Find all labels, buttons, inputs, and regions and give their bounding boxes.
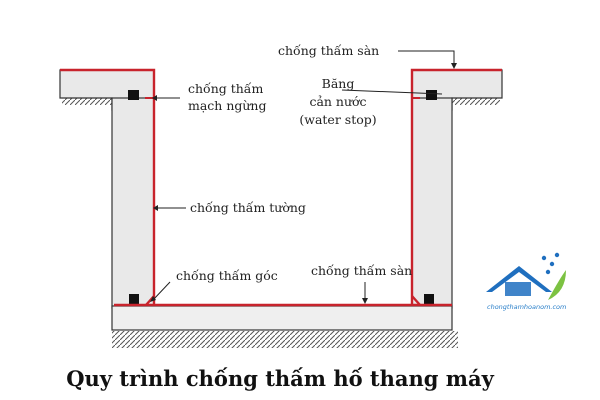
- membrane-right: [410, 68, 502, 304]
- arrow-san-bottom: [362, 298, 368, 304]
- soil-hatch-left: [62, 98, 154, 105]
- water-stop-top-left: [128, 90, 139, 100]
- page-title: Quy trình chống thấm hố thang máy: [66, 366, 494, 391]
- label-tuong: chống thấm tường: [190, 200, 306, 215]
- arrow-mach-ngung: [152, 95, 157, 101]
- rain-drop-icon-3: [545, 269, 551, 275]
- water-stop-top-right: [426, 90, 437, 100]
- label-water-stop-1: Băng: [322, 76, 355, 91]
- rain-drop-icon-4: [554, 252, 560, 258]
- label-water-stop-3: (water stop): [299, 112, 376, 127]
- arrow-goc: [150, 296, 156, 302]
- leader-water-stop: [341, 89, 443, 95]
- wall-left: [111, 97, 155, 309]
- house-body-icon: [505, 282, 531, 296]
- label-mach-ngung-1: chống thấm: [188, 81, 263, 96]
- wall-right: [411, 97, 453, 309]
- soil-hatch-bottom: [112, 331, 458, 348]
- water-stop-bottom-right: [424, 294, 434, 304]
- arrow-tuong: [153, 205, 158, 211]
- house-roof-icon: [486, 266, 552, 292]
- leader-goc: [152, 281, 171, 301]
- label-san-top: chống thấm sàn: [278, 43, 379, 58]
- label-san-bottom: chống thấm sàn: [311, 263, 412, 278]
- watermark-text: chongthamhoanom.com: [487, 303, 566, 311]
- watermark-logo: chongthamhoanom.com: [486, 252, 566, 311]
- leader-san-top: [398, 50, 455, 68]
- soil-hatch-right: [420, 98, 500, 105]
- water-stop-bottom-left: [129, 294, 139, 304]
- label-goc: chống thấm góc: [176, 268, 278, 283]
- bottom-slab: [111, 305, 453, 331]
- corner-fillet-right: [411, 295, 421, 306]
- label-mach-ngung-2: mạch ngừng: [188, 98, 267, 113]
- arrow-san-top: [451, 63, 457, 69]
- label-water-stop-2: cản nước: [309, 94, 366, 109]
- rain-drop-icon-1: [541, 255, 547, 261]
- rain-drop-icon-2: [549, 261, 555, 267]
- leaf-icon: [548, 270, 566, 300]
- membrane-left: [60, 68, 156, 304]
